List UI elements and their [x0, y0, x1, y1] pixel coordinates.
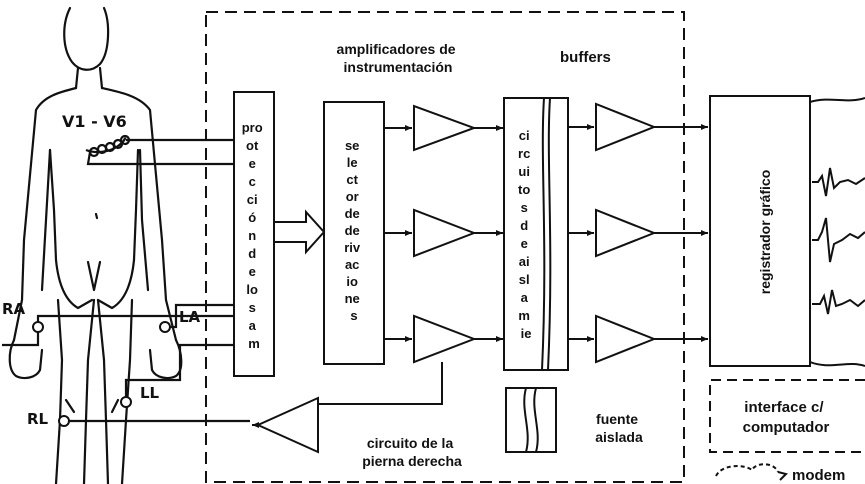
bus-arrow	[273, 209, 326, 255]
rl-label: RL	[27, 410, 49, 428]
buffer-amplifiers	[595, 102, 657, 364]
modem-arrow-icon	[777, 471, 788, 481]
ll-label: LL	[140, 384, 160, 402]
rld-amplifier	[255, 396, 319, 454]
isolated-section-boundary	[205, 11, 685, 483]
right-leg-circuit-title: circuito de la pierna derecha	[362, 435, 462, 469]
inst-amp-3	[413, 314, 477, 364]
isolated-supply-title: fuente aislada	[595, 411, 643, 445]
electrode-ra	[32, 321, 44, 333]
selector-to-amp-wires	[384, 125, 503, 342]
graphic-recorder-label: registrador gráfico	[757, 170, 773, 294]
isolation-to-buffer-wires	[568, 124, 708, 342]
ecg-trace-1	[812, 167, 865, 197]
ra-label: RA	[2, 300, 26, 318]
ecg-trace-3	[812, 289, 865, 315]
graphic-recorder-block	[709, 95, 811, 367]
isolation-block	[503, 97, 569, 371]
inst-amp-2	[413, 208, 477, 258]
protection-block-label: pro ot e c ci ó n d e lo s a m	[242, 120, 267, 351]
modem-label: modem	[792, 467, 845, 484]
ecg-paper-traces	[809, 97, 865, 367]
modem-link-icon	[715, 463, 779, 477]
buffer-3	[595, 314, 657, 364]
lead-selector-label: se le ct or de de riv ac io ne s	[344, 138, 364, 323]
protection-block	[233, 91, 275, 377]
instrumentation-amplifiers	[413, 104, 477, 364]
chest-leads-label: V1 - V6	[62, 112, 127, 131]
isolated-power-supply	[505, 387, 557, 453]
amplifiers-title: amplificadores de instrumentación	[337, 41, 460, 75]
electrode-rl	[58, 415, 70, 427]
isolation-block-label: ci rc ui to s d e ai sl a m ie	[518, 128, 534, 341]
buffers-title: buffers	[560, 49, 611, 66]
inst-amp-1	[413, 104, 477, 152]
lead-wires	[2, 138, 250, 423]
interface-box	[709, 379, 865, 453]
electrode-la	[159, 321, 171, 333]
electrode-ll	[120, 396, 132, 408]
buffer-1	[595, 102, 657, 152]
interface-title: interface c/ computador	[743, 399, 830, 436]
buffer-2	[595, 208, 657, 258]
ecg-trace-2	[812, 217, 865, 263]
right-leg-drive	[252, 362, 443, 454]
chest-electrodes	[85, 134, 131, 158]
